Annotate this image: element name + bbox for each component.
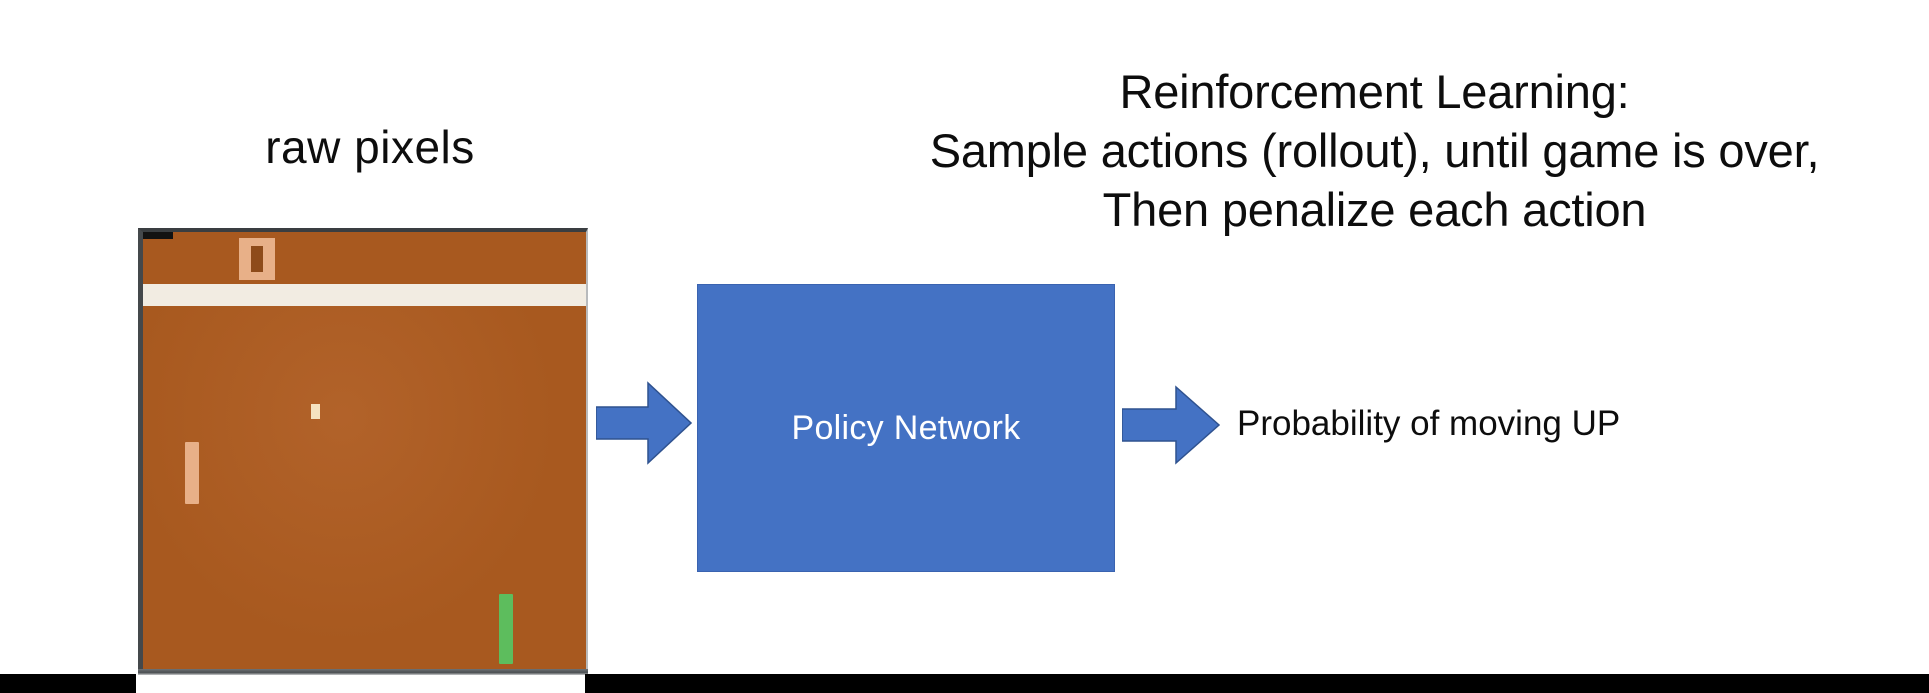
pong-paddle-right [499, 594, 513, 664]
pong-corner-tick [143, 232, 173, 239]
pong-score-left-hole [251, 246, 263, 272]
pong-window-bevel [138, 669, 588, 675]
headline-line-2: Sample actions (rollout), until game is … [929, 124, 1820, 178]
pong-playfield [143, 306, 586, 675]
output-probability-label: Probability of moving UP [1237, 404, 1621, 443]
arrow-right-icon [1122, 385, 1220, 465]
headline-line-3: Then penalize each action [1102, 183, 1647, 237]
bottom-bar-right [585, 674, 1929, 693]
policy-network-label: Policy Network [791, 408, 1021, 447]
pong-score-band [143, 232, 586, 284]
pong-divider-bar [143, 284, 586, 306]
pong-paddle-left [185, 442, 199, 504]
input-arrow-icon [596, 381, 692, 465]
headline-line-1: Reinforcement Learning: [1119, 65, 1630, 118]
pong-game-screenshot [138, 228, 588, 675]
pong-score-left [239, 238, 275, 280]
output-arrow-icon [1122, 385, 1220, 465]
pong-field-vignette [143, 306, 586, 675]
raw-pixels-caption: raw pixels [265, 121, 475, 173]
pong-ball [311, 404, 320, 419]
slide-headline: Reinforcement Learning: Sample actions (… [820, 62, 1929, 240]
policy-network-box[interactable]: Policy Network [697, 284, 1115, 572]
arrow-right-icon [596, 381, 692, 465]
bottom-bar-left [0, 674, 136, 693]
